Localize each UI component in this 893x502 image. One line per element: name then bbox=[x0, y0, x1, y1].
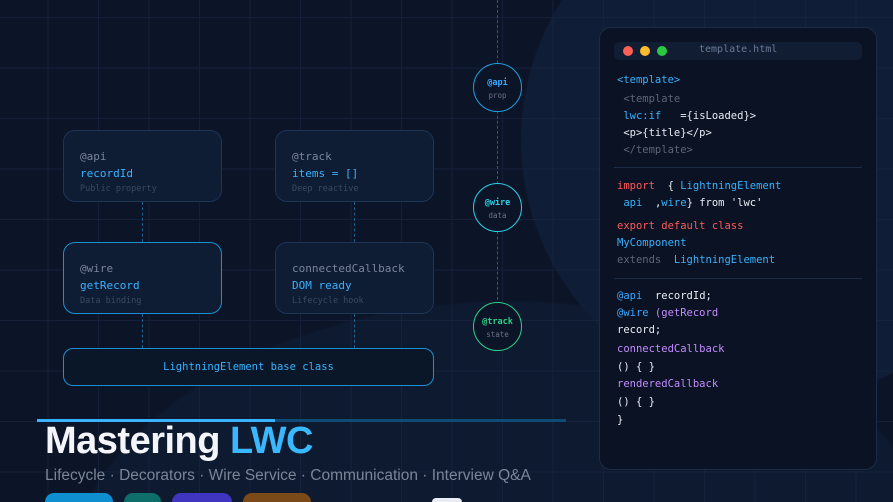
maximize-dot-icon bbox=[657, 46, 667, 56]
node-wire: @wire data bbox=[473, 183, 522, 232]
node-sub: data bbox=[488, 211, 507, 220]
divider bbox=[614, 167, 862, 168]
code-line: renderedCallback bbox=[617, 378, 719, 390]
code-line: <template> bbox=[617, 74, 681, 86]
code-line: <template bbox=[617, 93, 681, 105]
connector bbox=[142, 202, 143, 242]
code-line: () { } bbox=[617, 396, 655, 408]
hero-subtitle: Lifecycle · Decorators · Wire Service · … bbox=[45, 467, 531, 484]
code-line: import { LightningElement bbox=[617, 180, 782, 192]
card-decorator: @track bbox=[292, 150, 332, 163]
card-desc: Data binding bbox=[80, 296, 142, 306]
tag-pill[interactable] bbox=[243, 493, 311, 502]
tag-pill[interactable] bbox=[45, 493, 113, 502]
divider bbox=[614, 278, 862, 279]
node-track: @track state bbox=[473, 302, 522, 351]
node-api: @api prop bbox=[473, 63, 522, 112]
code-panel: template.html <template> <template lwc:i… bbox=[599, 27, 877, 470]
card-track: @track items = [] Deep reactive bbox=[275, 130, 434, 202]
code-line: lwc:if ={isLoaded}> bbox=[617, 110, 757, 122]
hero-title: Mastering LWC bbox=[45, 420, 313, 463]
progress-bar bbox=[37, 419, 566, 422]
connector bbox=[354, 202, 355, 242]
tag-pill[interactable] bbox=[124, 493, 161, 502]
code-line: </template> bbox=[617, 144, 693, 156]
code-line: MyComponent bbox=[617, 237, 687, 249]
node-sub: state bbox=[486, 330, 509, 339]
code-line: extends LightningElement bbox=[617, 254, 776, 266]
card-decorator: connectedCallback bbox=[292, 262, 405, 275]
connector bbox=[142, 314, 143, 348]
card-desc: Public property bbox=[80, 184, 157, 194]
card-value: getRecord bbox=[80, 279, 140, 292]
title-main: Mastering bbox=[45, 420, 220, 462]
code-line: <p>{title}</p> bbox=[617, 127, 712, 139]
card-value: items = [] bbox=[292, 167, 359, 180]
card-value: recordId bbox=[80, 167, 133, 180]
close-dot-icon bbox=[623, 46, 633, 56]
card-decorator: @wire bbox=[80, 262, 114, 275]
card-value: DOM ready bbox=[292, 279, 352, 292]
code-titlebar: template.html bbox=[614, 42, 862, 60]
title-accent: LWC bbox=[230, 420, 313, 462]
node-sub: prop bbox=[488, 91, 507, 100]
card-connected-callback: connectedCallback DOM ready Lifecycle ho… bbox=[275, 242, 434, 314]
timeline-line bbox=[497, 0, 498, 330]
base-class-box: LightningElement base class bbox=[63, 348, 434, 386]
node-label: @api bbox=[487, 78, 508, 88]
card-desc: Lifecycle hook bbox=[292, 296, 364, 306]
card-wire: @wire getRecord Data binding bbox=[63, 242, 222, 314]
code-line: @api recordId; bbox=[617, 290, 712, 302]
code-line: () { } bbox=[617, 361, 655, 373]
cta-shape[interactable] bbox=[432, 498, 462, 502]
code-line: record; bbox=[617, 324, 662, 336]
tag-pill[interactable] bbox=[172, 493, 232, 502]
node-label: @track bbox=[482, 317, 513, 327]
card-api: @api recordId Public property bbox=[63, 130, 222, 202]
node-label: @wire bbox=[484, 198, 511, 208]
minimize-dot-icon bbox=[640, 46, 650, 56]
filename: template.html bbox=[699, 44, 778, 55]
code-line: export default class bbox=[617, 220, 744, 232]
code-line: connectedCallback bbox=[617, 343, 725, 355]
code-line: api ,wire} from 'lwc' bbox=[617, 197, 763, 209]
code-line: } bbox=[617, 414, 624, 426]
connector bbox=[354, 314, 355, 348]
code-line: @wire (getRecord bbox=[617, 307, 719, 319]
card-desc: Deep reactive bbox=[292, 184, 359, 194]
card-decorator: @api bbox=[80, 150, 107, 163]
progress-fill bbox=[37, 419, 276, 422]
